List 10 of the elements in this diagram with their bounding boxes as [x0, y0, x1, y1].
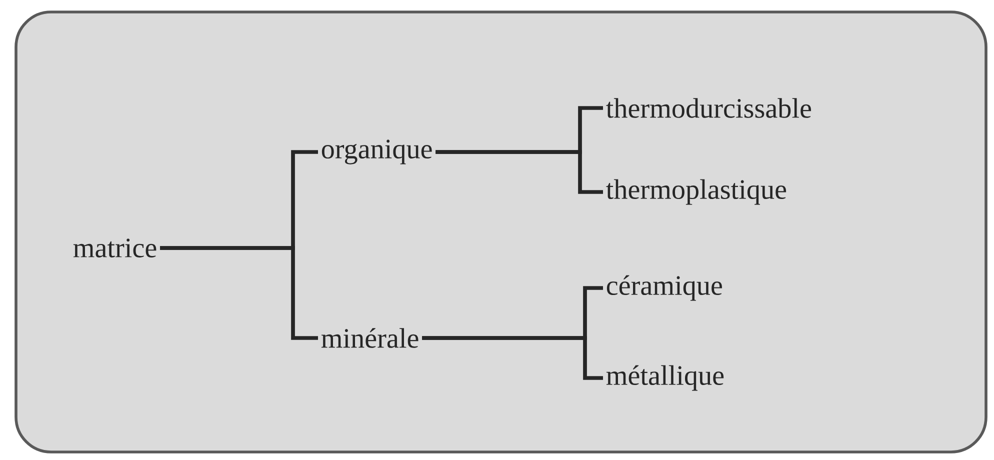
branch-label: thermoplastique [606, 179, 786, 205]
branch-label: métallique [606, 365, 724, 391]
bracket-line [422, 336, 603, 380]
bracket-line [160, 246, 318, 340]
branch-label: céramique [606, 275, 722, 301]
branch-label: matrice [73, 238, 156, 258]
branch-label: organique [322, 140, 432, 164]
branch-label: thermodurcissable [606, 98, 812, 118]
bracket-line [436, 150, 603, 194]
branch-label: minérale [321, 328, 418, 348]
